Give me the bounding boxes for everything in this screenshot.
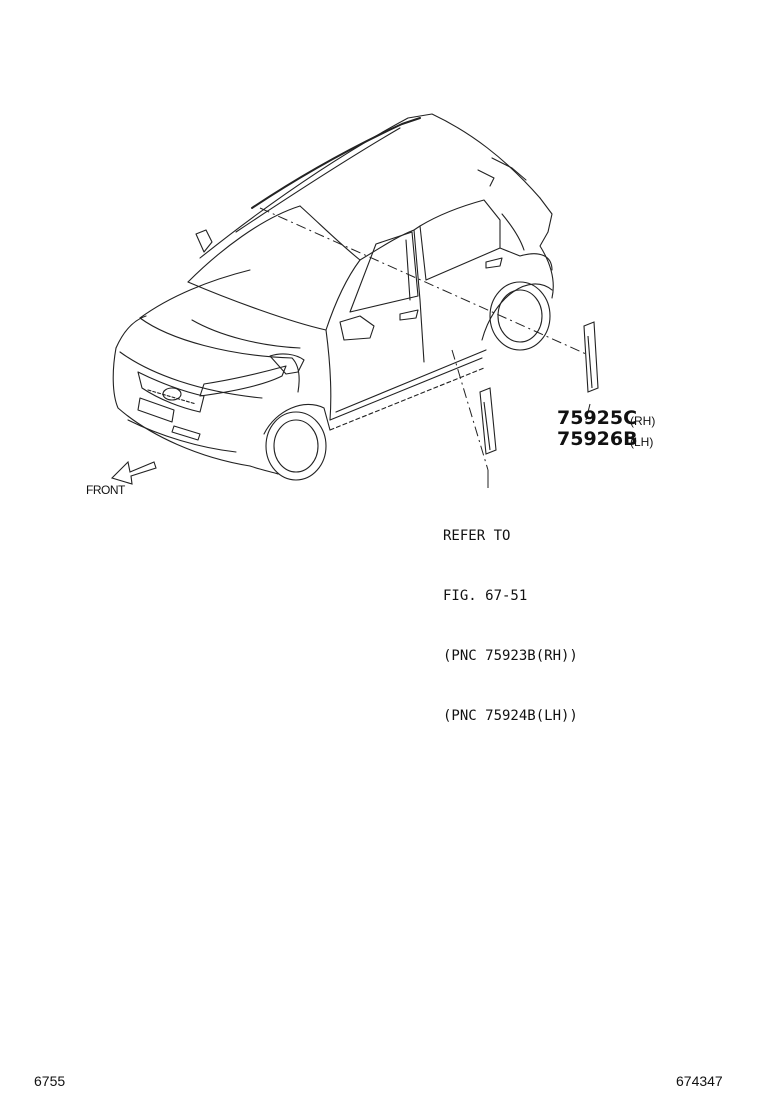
rear-mudguard-part: [583, 321, 599, 393]
part-number-rh: 75925C: [557, 407, 637, 429]
vehicle-illustration: [112, 113, 554, 481]
reference-line-1: REFER TO: [443, 528, 511, 544]
front-mudguard-part: [479, 387, 497, 455]
reference-line-3: (PNC 75923B(RH)): [443, 648, 578, 664]
leader-lines: [259, 207, 591, 488]
footer-right-code: 674347: [676, 1073, 723, 1089]
part-side-lh: (LH): [630, 435, 653, 449]
part-number-lh: 75926B: [557, 428, 638, 450]
reference-line-2: FIG. 67-51: [443, 588, 528, 604]
footer-left-code: 6755: [34, 1073, 66, 1089]
reference-note: REFER TO FIG. 67-51 (PNC 75923B(RH)) (PN…: [443, 486, 578, 746]
front-arrow-icon: [110, 460, 157, 485]
reference-line-4: (PNC 75924B(LH)): [443, 708, 578, 724]
part-side-rh: (RH): [630, 414, 655, 428]
front-label: FRONT: [86, 483, 126, 497]
